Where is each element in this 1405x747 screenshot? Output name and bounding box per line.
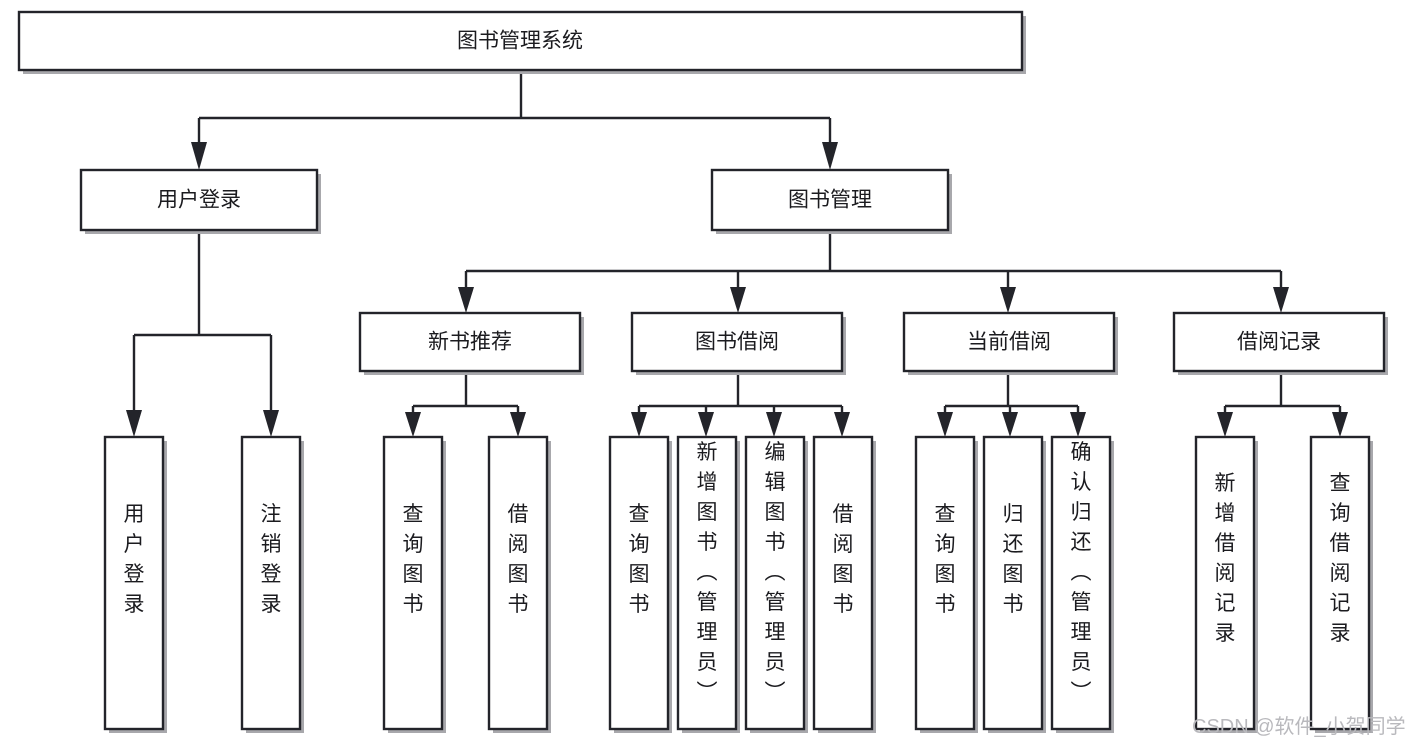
- connector-layer: [126, 73, 1348, 437]
- leaf-user-login-1-box: [103, 435, 165, 731]
- leaf-user-login-2-label: 注销登录: [261, 503, 282, 616]
- node-borrow-record[interactable]: 借阅记录: [1172, 311, 1388, 375]
- node-current-borrow-box: [902, 311, 1116, 373]
- leaf-current-borrow-1[interactable]: 查询图书: [914, 435, 978, 733]
- arrow-user-login-leaf1: [126, 410, 142, 437]
- leaf-current-borrow-3-label: 确认归还︵管理员︶: [1071, 441, 1092, 704]
- node-book-manage-box: [710, 168, 950, 232]
- leaf-new-book-2-box: [487, 435, 549, 731]
- arrow-borrow-record-leaf1: [1217, 412, 1233, 437]
- node-borrow-record-label: 借阅记录: [1237, 331, 1321, 354]
- leaf-book-borrow-1-label: 查询图书: [629, 503, 650, 616]
- leaf-borrow-record-2[interactable]: 查询借阅记录: [1309, 435, 1373, 733]
- leaf-current-borrow-2-box: [982, 435, 1044, 731]
- leaf-book-borrow-2-box: [676, 435, 738, 731]
- leaf-new-book-2[interactable]: 借阅图书: [487, 435, 551, 733]
- node-root-label: 图书管理系统: [457, 30, 583, 53]
- node-new-book-recommend-box: [358, 311, 582, 373]
- leaf-borrow-record-2-box: [1309, 435, 1371, 731]
- node-current-borrow[interactable]: 当前借阅: [902, 311, 1118, 375]
- leaf-new-book-1-box: [382, 435, 444, 731]
- leaf-book-borrow-3-box: [744, 435, 806, 731]
- leaf-book-borrow-3-label: 编辑图书︵管理员︶: [765, 441, 786, 704]
- leaf-borrow-record-1[interactable]: 新增借阅记录: [1194, 435, 1258, 733]
- leaf-book-borrow-2-label: 新增图书︵管理员︶: [697, 441, 718, 704]
- node-user-login[interactable]: 用户登录: [79, 168, 321, 234]
- leaf-user-login-1[interactable]: 用户登录: [103, 435, 167, 733]
- leaf-borrow-record-2-label: 查询借阅记录: [1330, 472, 1351, 645]
- leaf-book-borrow-4-box: [812, 435, 874, 731]
- arrow-current-borrow-leaf1: [937, 412, 953, 437]
- node-root-box: [17, 10, 1024, 72]
- watermark-label: CSDN @软件_小贺同学: [1192, 715, 1405, 738]
- node-book-borrow-box: [630, 311, 844, 373]
- node-book-borrow[interactable]: 图书借阅: [630, 311, 846, 375]
- arrow-book-borrow-leaf4: [834, 412, 850, 437]
- leaf-book-borrow-1[interactable]: 查询图书: [608, 435, 672, 733]
- leaf-book-borrow-4[interactable]: 借阅图书: [812, 435, 876, 733]
- arrow-book-borrow-leaf3: [766, 412, 782, 437]
- leaf-user-login-2[interactable]: 注销登录: [240, 435, 304, 733]
- leaf-user-login-2-box: [240, 435, 302, 731]
- leaf-book-borrow-4-label: 借阅图书: [833, 503, 854, 616]
- node-user-login-box: [79, 168, 319, 232]
- arrow-to-user-login: [191, 142, 207, 170]
- arrow-to-book-borrow: [730, 287, 746, 313]
- leaf-borrow-record-1-label: 新增借阅记录: [1215, 472, 1236, 645]
- arrow-current-borrow-leaf3: [1070, 412, 1086, 437]
- node-new-book-recommend-label: 新书推荐: [428, 331, 512, 354]
- node-book-borrow-label: 图书借阅: [695, 331, 779, 354]
- leaf-current-borrow-3[interactable]: 确认归还︵管理员︶: [1050, 435, 1114, 733]
- arrow-to-current-borrow: [1000, 287, 1016, 313]
- leaf-new-book-2-label: 借阅图书: [508, 503, 529, 616]
- node-book-manage[interactable]: 图书管理: [710, 168, 952, 234]
- leaf-current-borrow-2[interactable]: 归还图书: [982, 435, 1046, 733]
- leaf-book-borrow-2[interactable]: 新增图书︵管理员︶: [676, 435, 740, 733]
- arrow-borrow-record-leaf2: [1332, 412, 1348, 437]
- leaf-borrow-record-1-box: [1194, 435, 1256, 731]
- arrow-book-borrow-leaf2: [698, 412, 714, 437]
- leaf-current-borrow-2-label: 归还图书: [1003, 503, 1024, 616]
- leaf-book-borrow-1-box: [608, 435, 670, 731]
- arrow-to-borrow-record: [1273, 287, 1289, 313]
- arrow-new-book-leaf1: [405, 412, 421, 437]
- arrow-new-book-leaf2: [510, 412, 526, 437]
- leaf-current-borrow-1-label: 查询图书: [935, 503, 956, 616]
- node-new-book-recommend[interactable]: 新书推荐: [358, 311, 584, 375]
- arrow-book-borrow-leaf1: [631, 412, 647, 437]
- node-book-manage-label: 图书管理: [788, 189, 872, 212]
- leaf-new-book-1[interactable]: 查询图书: [382, 435, 446, 733]
- arrow-to-book-manage: [822, 142, 838, 170]
- leaf-new-book-1-label: 查询图书: [403, 503, 424, 616]
- leaf-book-borrow-3[interactable]: 编辑图书︵管理员︶: [744, 435, 808, 733]
- node-user-login-label: 用户登录: [157, 189, 241, 212]
- arrow-current-borrow-leaf2: [1002, 412, 1018, 437]
- leaf-current-borrow-3-box: [1050, 435, 1112, 731]
- arrow-to-new-book: [458, 287, 474, 313]
- node-borrow-record-box: [1172, 311, 1386, 373]
- node-root[interactable]: 图书管理系统: [17, 10, 1026, 74]
- leaf-user-login-1-label: 用户登录: [124, 503, 145, 616]
- arrow-user-login-leaf2: [263, 410, 279, 437]
- leaf-current-borrow-1-box: [914, 435, 976, 731]
- node-current-borrow-label: 当前借阅: [967, 331, 1051, 354]
